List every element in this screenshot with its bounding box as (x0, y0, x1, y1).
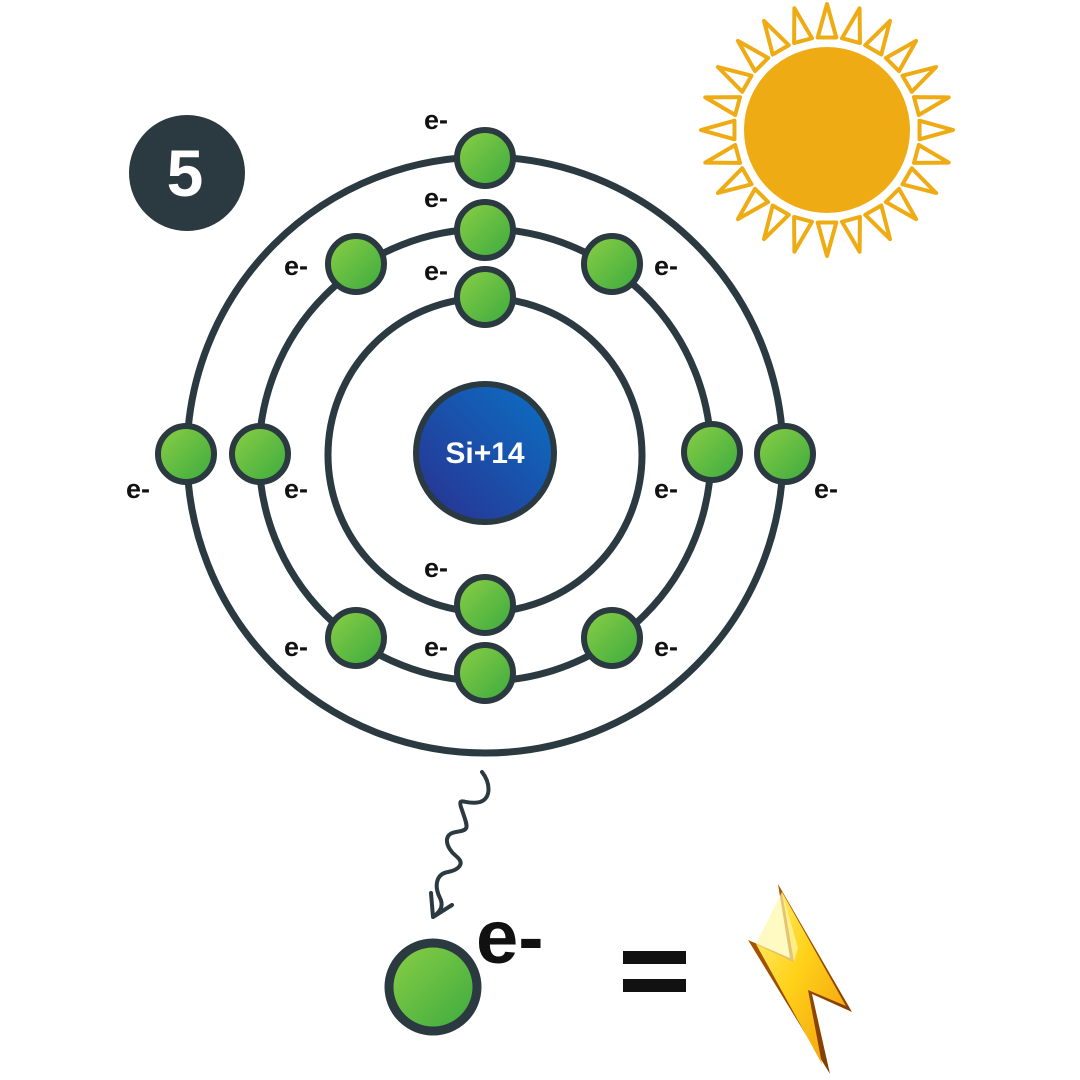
sun-ray (792, 214, 815, 254)
electron-label: e- (814, 474, 838, 504)
electron-label: e- (424, 256, 448, 286)
sun-ray (900, 65, 939, 94)
electron (229, 423, 291, 485)
electron-label: e- (424, 183, 448, 213)
sun-icon (699, 2, 955, 258)
sun-ray (735, 38, 771, 74)
electrons: e-e-e-e-e-e-e-e-e-e-e-e-e- (126, 105, 838, 704)
nucleus-label: Si+14 (445, 437, 525, 470)
electron-label: e- (284, 632, 308, 662)
sun-ray (883, 186, 919, 222)
electron (454, 266, 516, 328)
sun-ray (911, 95, 951, 118)
sun-ray (762, 18, 791, 57)
nucleus: Si+14 (413, 381, 557, 525)
electron-label: e- (126, 474, 150, 504)
sun-ray (815, 220, 839, 258)
electron-label: e- (424, 632, 448, 662)
electron (325, 607, 387, 669)
electron-label: e- (424, 553, 448, 583)
electron-label: e- (654, 474, 678, 504)
free-electron-label: e- (476, 895, 544, 980)
sun-ray (911, 142, 951, 165)
sun-ray (839, 6, 862, 46)
sun-ray (699, 118, 737, 142)
sun-ray (863, 203, 892, 242)
electron-label: e- (284, 474, 308, 504)
sun-ray (715, 166, 754, 195)
electron (754, 423, 816, 485)
equals-sign (623, 951, 686, 992)
lightning-bolt-icon (748, 884, 852, 1074)
electron (155, 423, 217, 485)
electron (454, 574, 516, 636)
electron (681, 421, 743, 483)
sun-ray (715, 65, 754, 94)
step-badge: 5 (129, 115, 245, 231)
sun-ray (883, 38, 919, 74)
electron (454, 127, 516, 189)
sun-disc (744, 47, 910, 213)
electron-label: e- (654, 251, 678, 281)
sun-ray (703, 142, 743, 165)
sun-ray (815, 2, 839, 40)
free-electron: e- (384, 895, 544, 1036)
sun-ray (735, 186, 771, 222)
electron-label: e- (654, 632, 678, 662)
electron (325, 233, 387, 295)
photon-wave-arrow-icon (429, 770, 491, 919)
sun-ray (863, 18, 892, 57)
electron-label: e- (424, 105, 448, 135)
electron (581, 607, 643, 669)
sun-ray (839, 214, 862, 254)
step-number: 5 (167, 136, 204, 210)
sun-ray (792, 6, 815, 46)
electron (454, 642, 516, 704)
electron (581, 233, 643, 295)
electron-label: e- (284, 251, 308, 281)
sun-ray (900, 166, 939, 195)
sun-ray (762, 203, 791, 242)
sun-ray (703, 95, 743, 118)
sun-ray (917, 118, 955, 142)
electron (454, 199, 516, 261)
